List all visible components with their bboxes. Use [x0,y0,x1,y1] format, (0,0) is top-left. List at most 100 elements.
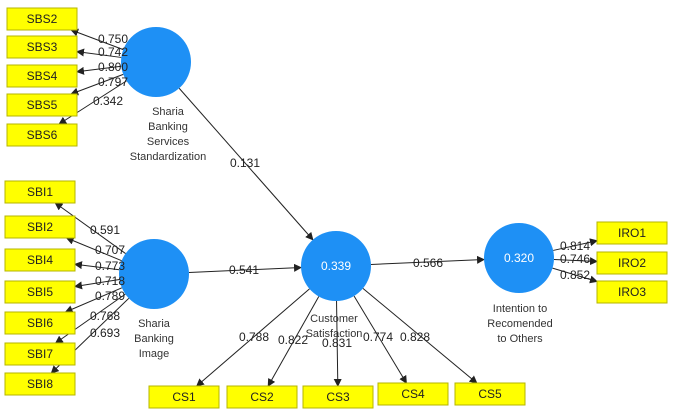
loading-value-sbs3: 0.742 [98,45,128,59]
loading-value-sbi8: 0.693 [90,326,120,340]
indicator-box-cs2[interactable] [226,385,298,409]
loading-arrow-sbs3 [76,48,122,58]
loading-arrow-sbi6 [64,287,123,313]
indicator-label-cs1: CS1 [172,390,196,404]
arrows-layer [50,28,598,387]
indicator-box-sbi7[interactable] [4,342,76,366]
loading-value-iro3: 0.852 [560,268,590,282]
indicator-box-sbi6[interactable] [4,311,76,335]
indicator-label-sbs3: SBS3 [27,40,58,54]
loading-arrow-cs2 [267,296,320,387]
construct-label-sbs-line-3: Standardization [130,151,206,163]
indicator-label-sbs5: SBS5 [27,98,58,112]
indicator-label-cs3: CS3 [326,390,350,404]
loading-value-sbi4: 0.773 [95,259,125,273]
indicator-box-sbs4[interactable] [6,64,78,88]
indicator-box-cs4[interactable] [377,382,449,406]
indicator-box-sbi5[interactable] [4,280,76,304]
indicator-box-sbs6[interactable] [6,123,78,147]
construct-label-sbi-line-1: Banking [134,333,174,345]
path-coefficient-sbs-to-cs: 0.131 [230,156,260,170]
construct-r2-iro: 0.320 [504,251,534,265]
loading-arrow-cs4 [353,295,407,384]
indicator-box-sbs3[interactable] [6,35,78,59]
indicator-box-sbs5[interactable] [6,93,78,117]
construct-label-sbs-line-1: Banking [148,121,188,133]
loading-value-iro2: 0.746 [560,252,590,266]
loading-value-cs5: 0.828 [400,330,430,344]
construct-circle-sbs[interactable] [121,27,191,97]
loading-value-sbs4: 0.800 [98,60,128,74]
loading-value-cs4: 0.774 [363,330,393,344]
construct-circle-iro[interactable] [484,223,554,293]
construct-circle-cs[interactable] [301,231,371,301]
construct-label-sbi-line-2: Image [139,348,170,360]
loading-value-cs1: 0.788 [239,330,269,344]
path-arrow-sbs-to-cs [178,87,314,241]
indicator-label-sbi4: SBI4 [27,253,53,267]
indicator-label-sbi7: SBI7 [27,347,53,361]
indicator-box-sbi8[interactable] [4,372,76,396]
indicator-label-sbi1: SBI1 [27,185,53,199]
indicator-label-iro3: IRO3 [618,285,646,299]
construct-circle-sbi[interactable] [119,239,189,309]
path-arrow-sbi-to-cs [188,263,303,273]
loading-value-sbs6: 0.342 [93,94,123,108]
loading-arrow-cs5 [362,287,478,384]
indicator-box-cs3[interactable] [302,385,374,409]
indicator-box-cs1[interactable] [148,385,220,409]
indicator-label-sbi6: SBI6 [27,316,53,330]
construct-label-iro-line-2: to Others [497,333,543,345]
loading-value-sbi5: 0.718 [95,274,125,288]
indicator-label-sbs4: SBS4 [27,69,58,83]
loading-arrow-sbi5 [74,278,120,290]
loading-arrow-iro2 [553,257,598,266]
indicator-box-iro3[interactable] [596,280,668,304]
loading-value-cs3: 0.831 [322,336,352,350]
loading-value-sbs5: 0.797 [98,75,128,89]
construct-label-iro-line-1: Recomended [487,318,552,330]
indicator-label-sbi5: SBI5 [27,285,53,299]
loading-value-cs2: 0.822 [278,333,308,347]
indicator-label-sbi2: SBI2 [27,220,53,234]
construct-label-cs-line-0: Customer [310,313,358,325]
path-arrow-cs-to-iro [370,255,486,265]
indicator-box-sbi2[interactable] [4,215,76,239]
loading-value-sbs2: 0.750 [98,32,128,46]
indicator-box-iro2[interactable] [596,251,668,275]
indicator-label-cs4: CS4 [401,387,425,401]
loading-arrow-sbi1 [54,202,126,254]
indicator-box-cs5[interactable] [454,382,526,406]
loading-value-sbi2: 0.707 [95,243,125,257]
loading-arrow-cs1 [196,288,310,387]
indicator-label-sbi8: SBI8 [27,377,53,391]
indicator-label-iro2: IRO2 [618,256,646,270]
indicator-box-sbi1[interactable] [4,180,76,204]
path-coefficient-cs-to-iro: 0.566 [413,256,443,270]
indicator-label-sbs6: SBS6 [27,128,58,142]
indicator-label-cs5: CS5 [478,387,502,401]
indicator-box-sbs2[interactable] [6,7,78,31]
indicator-label-sbs2: SBS2 [27,12,58,26]
loading-value-sbi6: 0.789 [95,289,125,303]
loading-arrow-iro3 [552,267,598,284]
loading-arrow-sbi4 [74,261,120,271]
indicator-box-iro1[interactable] [596,221,668,245]
indicator-box-sbi4[interactable] [4,248,76,272]
loading-arrow-sbs2 [70,28,124,51]
loading-arrow-sbi7 [54,293,126,344]
construct-r2-cs: 0.339 [321,259,351,273]
loading-arrow-sbi2 [65,236,122,262]
shapes-layer [4,7,668,409]
loading-arrow-iro1 [553,238,598,251]
construct-label-iro-line-0: Intention to [493,303,547,315]
loading-arrow-sbs5 [70,73,124,96]
indicator-label-cs2: CS2 [250,390,274,404]
loading-arrow-sbs6 [58,80,127,125]
loading-arrow-sbs4 [76,65,122,75]
loading-value-sbi7: 0.768 [90,309,120,323]
loading-arrow-cs3 [333,300,342,387]
